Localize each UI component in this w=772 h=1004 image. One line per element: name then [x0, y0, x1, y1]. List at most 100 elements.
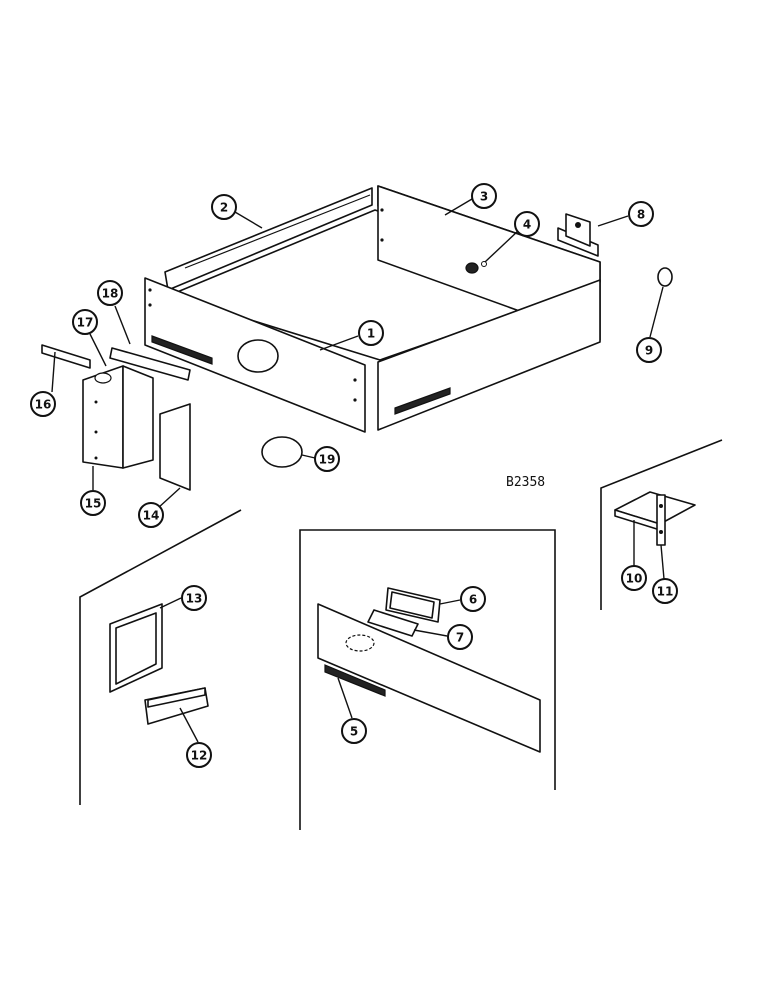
callout-number: 1: [367, 327, 375, 341]
leader-6: [439, 599, 461, 605]
callout-10: 10: [621, 565, 647, 591]
callout-number: 17: [77, 316, 94, 330]
hinge-pin: [659, 504, 663, 508]
detail-frame-left: [79, 509, 242, 805]
callout-11: 11: [652, 578, 678, 604]
callout-circle: [314, 446, 340, 472]
callout-number: 13: [186, 592, 203, 606]
cover-plate-19: [261, 436, 303, 468]
callout-number: 9: [645, 344, 653, 358]
callout-circle: [471, 183, 497, 209]
callout-number: 12: [191, 749, 208, 763]
callout-13: 13: [181, 585, 207, 611]
callout-3: 3: [471, 183, 497, 209]
callout-number: 3: [480, 190, 488, 204]
part-8-bracket: [557, 213, 599, 257]
callout-number: 19: [319, 453, 336, 467]
grommet-washer: [481, 261, 487, 267]
callout-circle: [628, 201, 654, 227]
plate-12-lip: [147, 687, 206, 708]
detail-frame-left-border: [79, 509, 242, 805]
leader-3: [444, 198, 473, 216]
callout-circle: [341, 718, 367, 744]
rivet: [148, 303, 152, 307]
callout-circle: [636, 337, 662, 363]
callout-9: 9: [636, 337, 662, 363]
grommet: [465, 262, 479, 274]
leader-4: [484, 229, 520, 263]
callout-8: 8: [628, 201, 654, 227]
leader-5: [337, 677, 353, 719]
front-right-panel: [377, 279, 601, 431]
callout-17: 17: [72, 309, 98, 335]
callout-circle: [181, 585, 207, 611]
leader-8: [597, 215, 629, 227]
left-exploded-parts: [41, 344, 191, 491]
callout-12: 12: [186, 742, 212, 768]
callout-18: 18: [97, 280, 123, 306]
figure-reference: B2358: [506, 475, 545, 490]
gasket-7: [367, 609, 419, 637]
detail-frame-right-border: [600, 439, 723, 610]
callout-number: 6: [469, 593, 477, 607]
callout-circle: [97, 280, 123, 306]
main-box-assembly: [144, 185, 601, 433]
callout-number: 15: [85, 497, 102, 511]
callout-7: 7: [447, 624, 473, 650]
callout-circle: [358, 320, 384, 346]
callout-number: 11: [657, 585, 674, 599]
callout-15: 15: [80, 490, 106, 516]
detail-frame-center-border: [299, 529, 556, 830]
callout-number: 5: [350, 725, 358, 739]
callout-4: 4: [514, 211, 540, 237]
bracket-8-hole: [575, 222, 581, 228]
callout-number: 18: [102, 287, 119, 301]
front-panel-hole: [237, 339, 279, 373]
detail-frame-right: [600, 439, 723, 610]
rivet: [353, 398, 357, 402]
panel-15-notch: [94, 372, 112, 384]
cover-disc-9: [657, 267, 673, 287]
hinge-pin: [659, 530, 663, 534]
callout-6: 6: [460, 586, 486, 612]
callout-number: 8: [637, 208, 645, 222]
leader-13: [159, 597, 182, 609]
callout-circle: [30, 391, 56, 417]
rivet: [380, 208, 384, 212]
callout-circle: [514, 211, 540, 237]
callout-14: 14: [138, 502, 164, 528]
strap-16: [41, 344, 91, 369]
callout-number: 4: [523, 218, 531, 232]
leader-7: [413, 629, 448, 637]
frame-13-inner: [115, 612, 157, 685]
rear-left-wall: [164, 187, 373, 291]
leader-16: [51, 351, 56, 393]
callout-number: 10: [626, 572, 643, 586]
callout-circle: [652, 578, 678, 604]
callout-number: 16: [35, 398, 52, 412]
leader-lines: [51, 198, 665, 743]
detail-frame-center: [299, 529, 556, 830]
rivet: [94, 430, 98, 434]
callout-circle: [460, 586, 486, 612]
front-left-bracket: [151, 335, 213, 365]
callout-circle: [211, 194, 237, 220]
callout-2: 2: [211, 194, 237, 220]
rivet: [380, 238, 384, 242]
callout-circle: [80, 490, 106, 516]
callout-circle: [447, 624, 473, 650]
callout-number: 7: [456, 631, 464, 645]
leader-18: [114, 305, 131, 345]
leader-19: [301, 454, 316, 459]
callout-5: 5: [341, 718, 367, 744]
panel-14: [159, 403, 191, 491]
panel-15-side: [122, 365, 154, 469]
leader-12: [179, 707, 199, 743]
callout-number: 14: [143, 509, 160, 523]
leader-11: [660, 544, 665, 580]
callout-circle: [186, 742, 212, 768]
rivet: [148, 288, 152, 292]
callout-circle: [621, 565, 647, 591]
